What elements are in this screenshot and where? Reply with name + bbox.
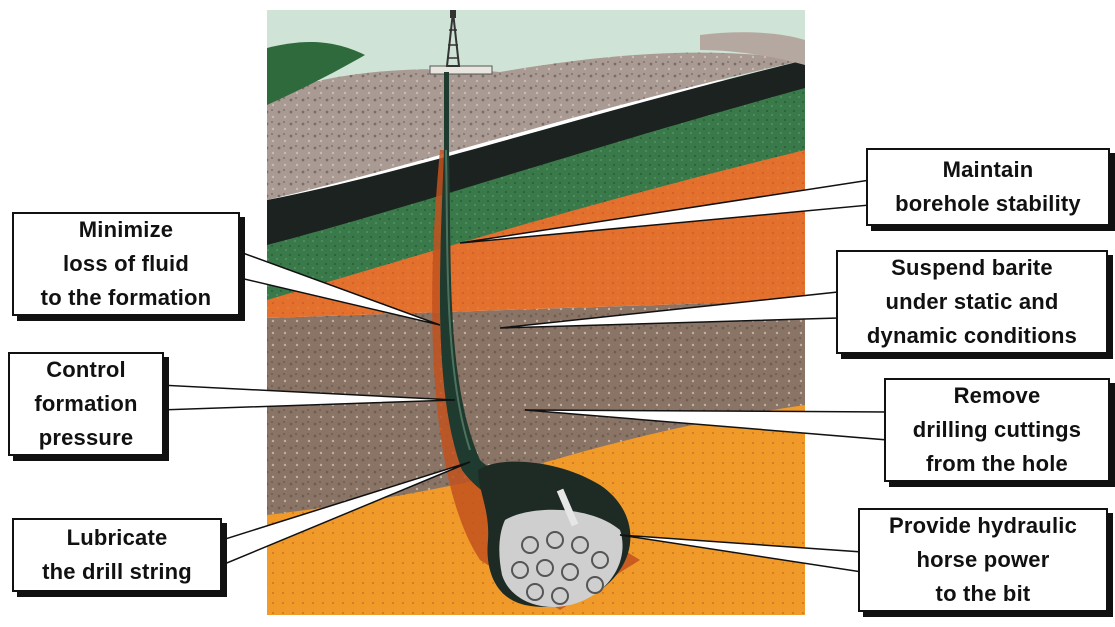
label-maintain-stability-text: Maintain borehole stability xyxy=(895,153,1081,221)
label-hydraulic-power-text: Provide hydraulic horse power to the bit xyxy=(889,509,1077,611)
label-remove-cuttings: Remove drilling cuttings from the hole xyxy=(884,378,1110,482)
label-control-pressure-text: Control formation pressure xyxy=(34,353,137,455)
label-lubricate-text: Lubricate the drill string xyxy=(42,521,192,589)
label-suspend-barite-text: Suspend barite under static and dynamic … xyxy=(867,251,1077,353)
label-control-pressure: Control formation pressure xyxy=(8,352,164,456)
label-remove-cuttings-text: Remove drilling cuttings from the hole xyxy=(913,379,1081,481)
label-suspend-barite: Suspend barite under static and dynamic … xyxy=(836,250,1108,354)
label-hydraulic-power: Provide hydraulic horse power to the bit xyxy=(858,508,1108,612)
label-lubricate: Lubricate the drill string xyxy=(12,518,222,592)
label-minimize-loss: Minimize loss of fluid to the formation xyxy=(12,212,240,316)
label-maintain-stability: Maintain borehole stability xyxy=(866,148,1110,226)
label-minimize-loss-text: Minimize loss of fluid to the formation xyxy=(41,213,212,315)
